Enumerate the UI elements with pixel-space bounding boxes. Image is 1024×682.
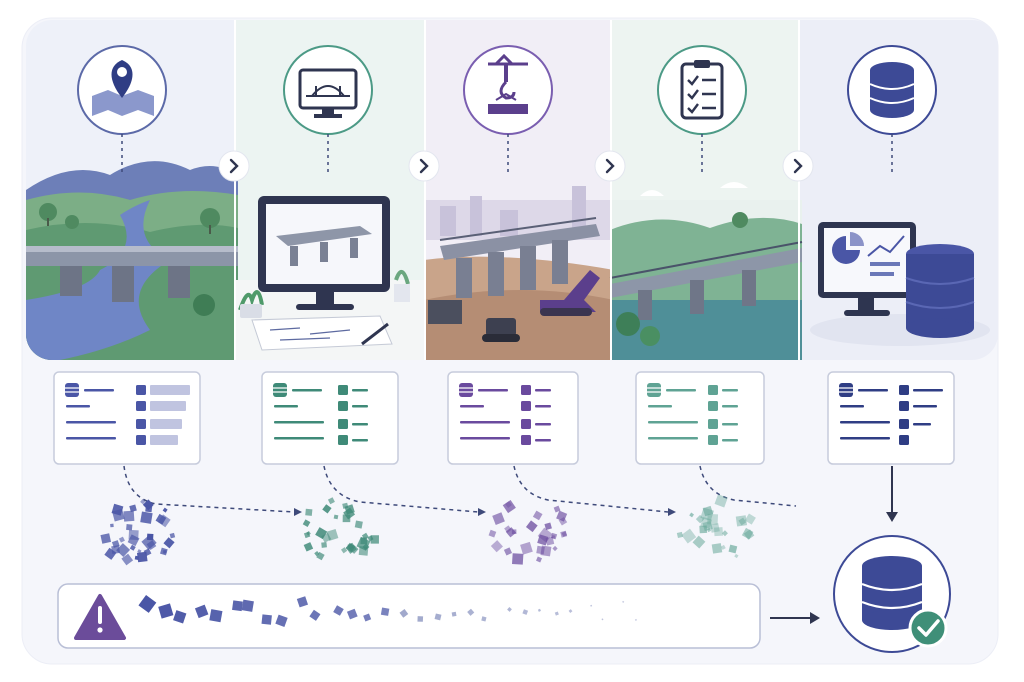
trail-fragment (481, 616, 487, 622)
stage-chevron-2 (408, 150, 440, 182)
stage-dividers (234, 20, 800, 360)
trail-fragment (241, 599, 254, 612)
trail-fragment (296, 596, 309, 608)
record-card-design (261, 371, 399, 465)
fragment-cluster-1 (100, 499, 176, 566)
fragment-cluster-3 (488, 499, 568, 565)
fragment-clusters (100, 494, 756, 566)
trail-fragment (522, 609, 529, 615)
arrow-to-store (770, 612, 820, 624)
database-check-icon (833, 535, 951, 653)
record-card-operation (827, 371, 955, 465)
arrow-card-to-store (886, 466, 898, 522)
map-pin-icon (77, 45, 167, 135)
scene-design-workstation (234, 196, 428, 360)
stage-chevron-3 (594, 150, 626, 182)
trail-fragment (507, 607, 512, 612)
flow-connectors (123, 465, 797, 513)
trail-fragment (158, 603, 174, 619)
trail-fragment (590, 604, 593, 607)
connector-arrowheads (294, 508, 676, 516)
stage-icons (77, 45, 937, 176)
stage-chevron-1 (218, 150, 250, 182)
record-card-construction (447, 371, 579, 465)
trail-fragment (261, 614, 272, 625)
stage-chevrons (218, 150, 814, 182)
record-card-planning (53, 371, 201, 465)
icon-stems (121, 134, 893, 176)
trail-fragment (568, 609, 573, 613)
scene-completed-bridge (609, 182, 803, 360)
trail-fragment (309, 609, 321, 621)
trail-fragment (634, 618, 638, 621)
trail-fragment (451, 611, 457, 617)
scene-river-bridge (26, 161, 238, 360)
stage-panels (26, 20, 998, 360)
stage-chevron-4 (782, 150, 814, 182)
record-card-inspection (635, 371, 765, 465)
fragment-trail (138, 595, 638, 627)
trail-fragment (622, 600, 625, 603)
trail-fragment (173, 610, 187, 624)
trail-fragment (399, 608, 409, 618)
trail-fragment (417, 616, 424, 622)
trail-fragment (194, 604, 209, 619)
crane-hook-icon (463, 45, 553, 135)
trail-fragment (363, 613, 372, 622)
database-icon (847, 45, 937, 135)
fragment-cluster-2 (302, 497, 379, 561)
trail-fragment (554, 611, 559, 616)
trail-fragment (232, 600, 243, 612)
scene-monitoring-dashboard (810, 222, 990, 346)
data-loss-bar (57, 583, 761, 649)
record-cards (53, 371, 955, 465)
trail-fragment (275, 614, 288, 627)
warning-icon (74, 594, 126, 640)
trail-fragment (434, 613, 442, 621)
trail-fragment (537, 608, 541, 612)
trail-fragment (467, 608, 475, 616)
trail-fragment (333, 605, 344, 616)
connector-4 (699, 465, 797, 507)
trail-fragment (138, 595, 157, 613)
connector-3 (513, 465, 669, 513)
checklist-icon (657, 45, 747, 135)
monitor-bridge-icon (283, 45, 373, 135)
trail-fragment (209, 609, 223, 623)
trail-fragment (601, 618, 604, 621)
scene-construction-site (424, 186, 614, 360)
check-badge (908, 608, 948, 648)
fragment-cluster-4 (676, 494, 756, 559)
trail-fragment (346, 608, 358, 620)
trail-fragment (380, 607, 390, 616)
